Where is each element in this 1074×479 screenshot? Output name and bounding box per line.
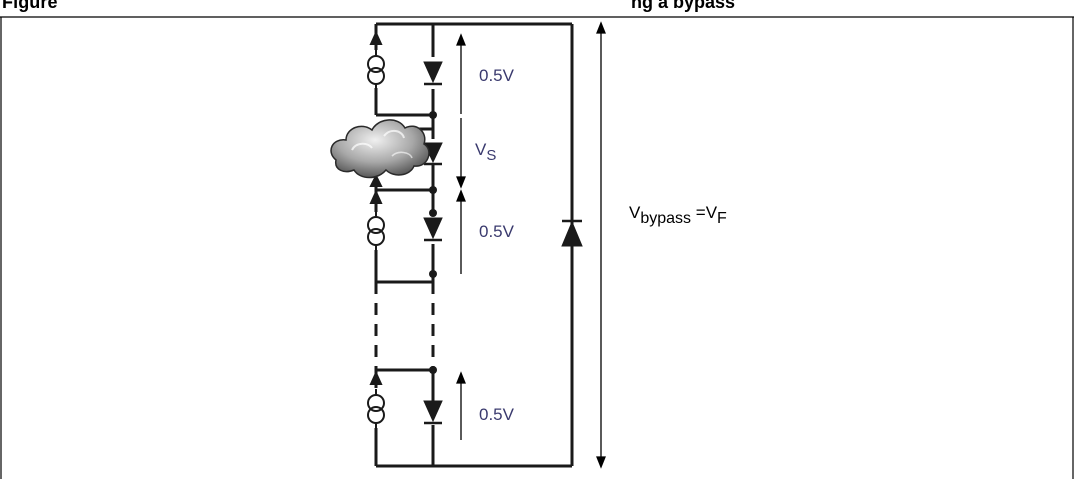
figure-frame bbox=[0, 16, 1074, 479]
arrow-top-0.5v bbox=[456, 33, 466, 114]
voltage-labels: 0.5V VS 0.5V 0.5V Vbypass =VF bbox=[475, 66, 727, 424]
cloud-icon bbox=[330, 119, 430, 179]
junction-dot bbox=[429, 186, 437, 194]
arrow-vs bbox=[456, 118, 466, 189]
current-source-3 bbox=[367, 189, 385, 251]
junction-dots bbox=[429, 111, 437, 374]
current-source-1 bbox=[367, 30, 385, 90]
label-v-bottom: 0.5V bbox=[479, 405, 515, 424]
arrow-mid-0.5v bbox=[456, 189, 466, 274]
label-v-bypass: Vbypass =VF bbox=[629, 203, 727, 227]
bypass-diode bbox=[561, 219, 583, 247]
figure-title-right: ng a bypass bbox=[631, 0, 736, 12]
label-v-bypass-sub: bypass bbox=[640, 210, 691, 227]
label-v-shaded-main: V bbox=[475, 140, 487, 159]
diode-3 bbox=[423, 217, 443, 242]
arrow-bottom-0.5v bbox=[456, 371, 466, 440]
arrow-vbypass bbox=[596, 21, 606, 469]
label-v-mid: 0.5V bbox=[479, 222, 515, 241]
figure-title-left: Figure bbox=[2, 0, 58, 12]
label-v-bypass-sub2: F bbox=[717, 210, 727, 227]
figure-title: Figure ng a bypass bbox=[0, 0, 1074, 17]
junction-dot bbox=[429, 366, 437, 374]
label-v-shaded-sub: S bbox=[486, 147, 496, 164]
current-source-2-shaded-arrow bbox=[369, 173, 383, 187]
junction-dot bbox=[429, 209, 437, 217]
voltage-arrows bbox=[456, 21, 606, 469]
string-diodes bbox=[423, 61, 443, 425]
current-source-4 bbox=[367, 370, 385, 429]
diode-4 bbox=[423, 400, 443, 425]
junction-dot bbox=[429, 111, 437, 119]
junction-dot bbox=[429, 270, 437, 278]
current-sources bbox=[367, 30, 385, 429]
label-v-shaded: VS bbox=[475, 140, 496, 164]
label-v-top: 0.5V bbox=[479, 66, 515, 85]
diode-1 bbox=[423, 61, 443, 86]
circuit-wiring bbox=[374, 22, 574, 468]
label-v-bypass-eq: =V bbox=[691, 203, 718, 222]
label-v-bypass-main: V bbox=[629, 203, 641, 222]
